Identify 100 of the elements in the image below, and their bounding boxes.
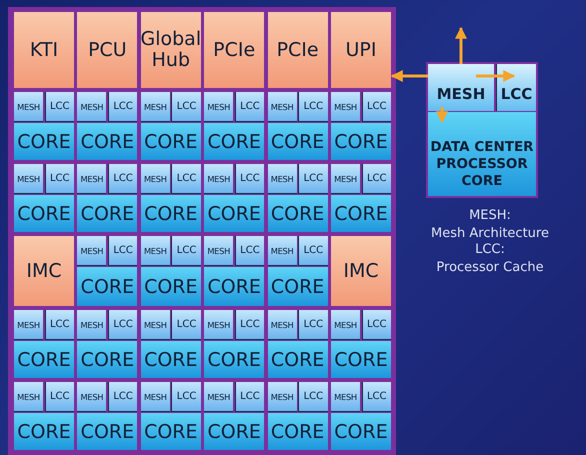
core-tile (140, 92, 201, 160)
mesh-cell: MESH (77, 382, 106, 412)
cache-cell (496, 64, 536, 111)
mesh-cell: MESH (77, 164, 106, 194)
core-cell: CORE (204, 341, 264, 378)
mesh-cell: MESH (268, 310, 297, 340)
cache-cell: LCC (171, 310, 201, 340)
core-tile (268, 92, 328, 160)
cache-cell: LCC (234, 310, 264, 340)
core-tile (331, 382, 391, 450)
core-cell: CORE (140, 195, 201, 232)
cache-cell: LCC (234, 382, 264, 412)
uncore-block (14, 12, 74, 88)
core-tile (268, 382, 328, 450)
mesh-cell: MESH (204, 310, 234, 340)
core-cell: CORE (14, 123, 74, 160)
arrow (476, 70, 516, 82)
block-label: KTI (30, 40, 58, 60)
core-cell: CORE (14, 341, 74, 378)
cache-cell: LCC (298, 164, 328, 194)
core-cell: CORE (331, 413, 391, 450)
mesh-cell: MESH (204, 92, 234, 122)
core-tile (204, 310, 264, 378)
cache-cell: LCC (171, 164, 201, 194)
arrow (436, 107, 448, 124)
core-tile (14, 382, 74, 450)
cache-cell: LCC (234, 92, 264, 122)
core-tile (268, 236, 328, 306)
cache-cell (428, 64, 494, 111)
core-cell (428, 112, 536, 196)
core-tile (77, 382, 138, 450)
cache-cell: LCC (108, 382, 138, 412)
uncore-block (268, 12, 328, 88)
core-cell: CORE (14, 413, 74, 450)
legend-note: LCC: (475, 242, 505, 257)
mesh-cell: MESH (268, 164, 297, 194)
mesh-cell: MESH (140, 382, 170, 412)
mesh-cell: MESH (331, 382, 360, 412)
legend-note: MESH: (469, 208, 511, 223)
cache-cell: LCC (108, 164, 138, 194)
cache-cell: LCC (108, 92, 138, 122)
core-tile (77, 310, 138, 378)
cache-cell: LCC (171, 236, 201, 266)
cache-cell: LCC (44, 164, 74, 194)
mesh-cell: MESH (77, 236, 106, 266)
cache-cell: LCC (362, 92, 391, 122)
core-tile (77, 236, 138, 306)
core-tile (140, 310, 201, 378)
mesh-cell: MESH (331, 164, 360, 194)
mesh-cell: MESH (77, 92, 106, 122)
core-tile (204, 236, 264, 306)
uncore-block (204, 12, 264, 88)
cache-cell: LCC (108, 236, 138, 266)
core-cell: CORE (140, 413, 201, 450)
uncore-block (14, 236, 74, 306)
cell-label: DATA CENTER PROCESSOR CORE (429, 139, 535, 192)
block-label: Global Hub (140, 29, 202, 71)
core-cell: CORE (140, 341, 201, 378)
core-cell: CORE (204, 267, 264, 306)
cache-cell: LCC (234, 236, 264, 266)
core-tile (204, 164, 264, 232)
mesh-cell: MESH (268, 92, 297, 122)
core-cell: CORE (140, 267, 201, 306)
core-tile (268, 164, 328, 232)
mesh-cell: MESH (204, 236, 234, 266)
cache-cell: LCC (44, 310, 74, 340)
mesh-cell: MESH (268, 236, 297, 266)
mesh-cell: MESH (204, 164, 234, 194)
core-cell: CORE (77, 123, 138, 160)
core-tile (14, 310, 74, 378)
cache-cell: LCC (298, 236, 328, 266)
core-cell: CORE (77, 195, 138, 232)
core-tile (77, 92, 138, 160)
core-tile-detail (426, 62, 538, 198)
core-cell: CORE (204, 195, 264, 232)
cache-cell: LCC (298, 310, 328, 340)
mesh-cell: MESH (14, 382, 43, 412)
core-cell: CORE (268, 267, 328, 306)
cache-cell: LCC (171, 92, 201, 122)
core-cell: CORE (77, 413, 138, 450)
cell-label: LCC (500, 85, 532, 106)
mesh-cell: MESH (14, 92, 43, 122)
core-cell: CORE (268, 341, 328, 378)
arrow (390, 70, 428, 82)
mesh-cell: MESH (77, 310, 106, 340)
block-label: PCU (88, 40, 127, 60)
mesh-cell: MESH (140, 236, 170, 266)
cache-cell: LCC (44, 92, 74, 122)
legend-note: Processor Cache (436, 260, 544, 275)
mesh-cell: MESH (14, 310, 43, 340)
mesh-cell: MESH (331, 310, 360, 340)
core-cell: CORE (14, 195, 74, 232)
core-cell: CORE (77, 267, 138, 306)
legend-note: Mesh Architecture (431, 226, 549, 241)
cache-cell: LCC (234, 164, 264, 194)
core-cell: CORE (268, 123, 328, 160)
uncore-block (331, 236, 391, 306)
cache-cell: LCC (362, 310, 391, 340)
block-label: IMC (26, 260, 62, 282)
mesh-cell: MESH (140, 92, 170, 122)
